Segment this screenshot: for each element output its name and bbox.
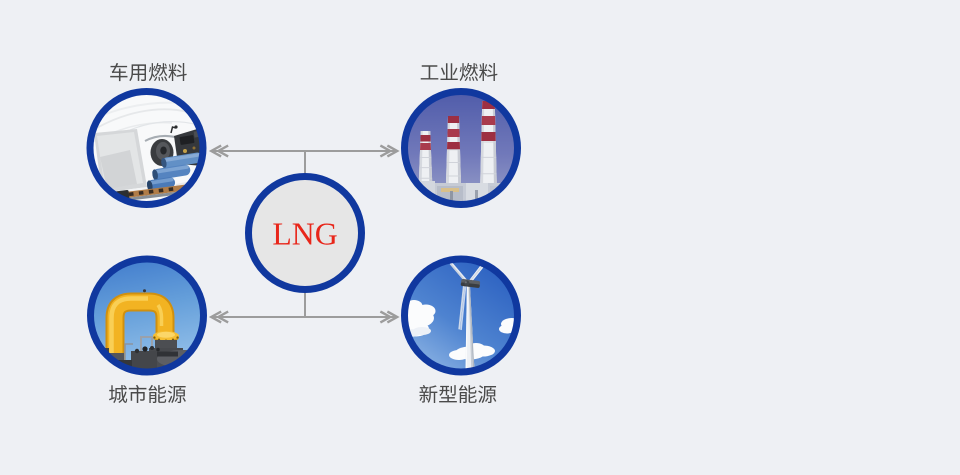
svg-text:LNG: LNG (272, 217, 337, 252)
